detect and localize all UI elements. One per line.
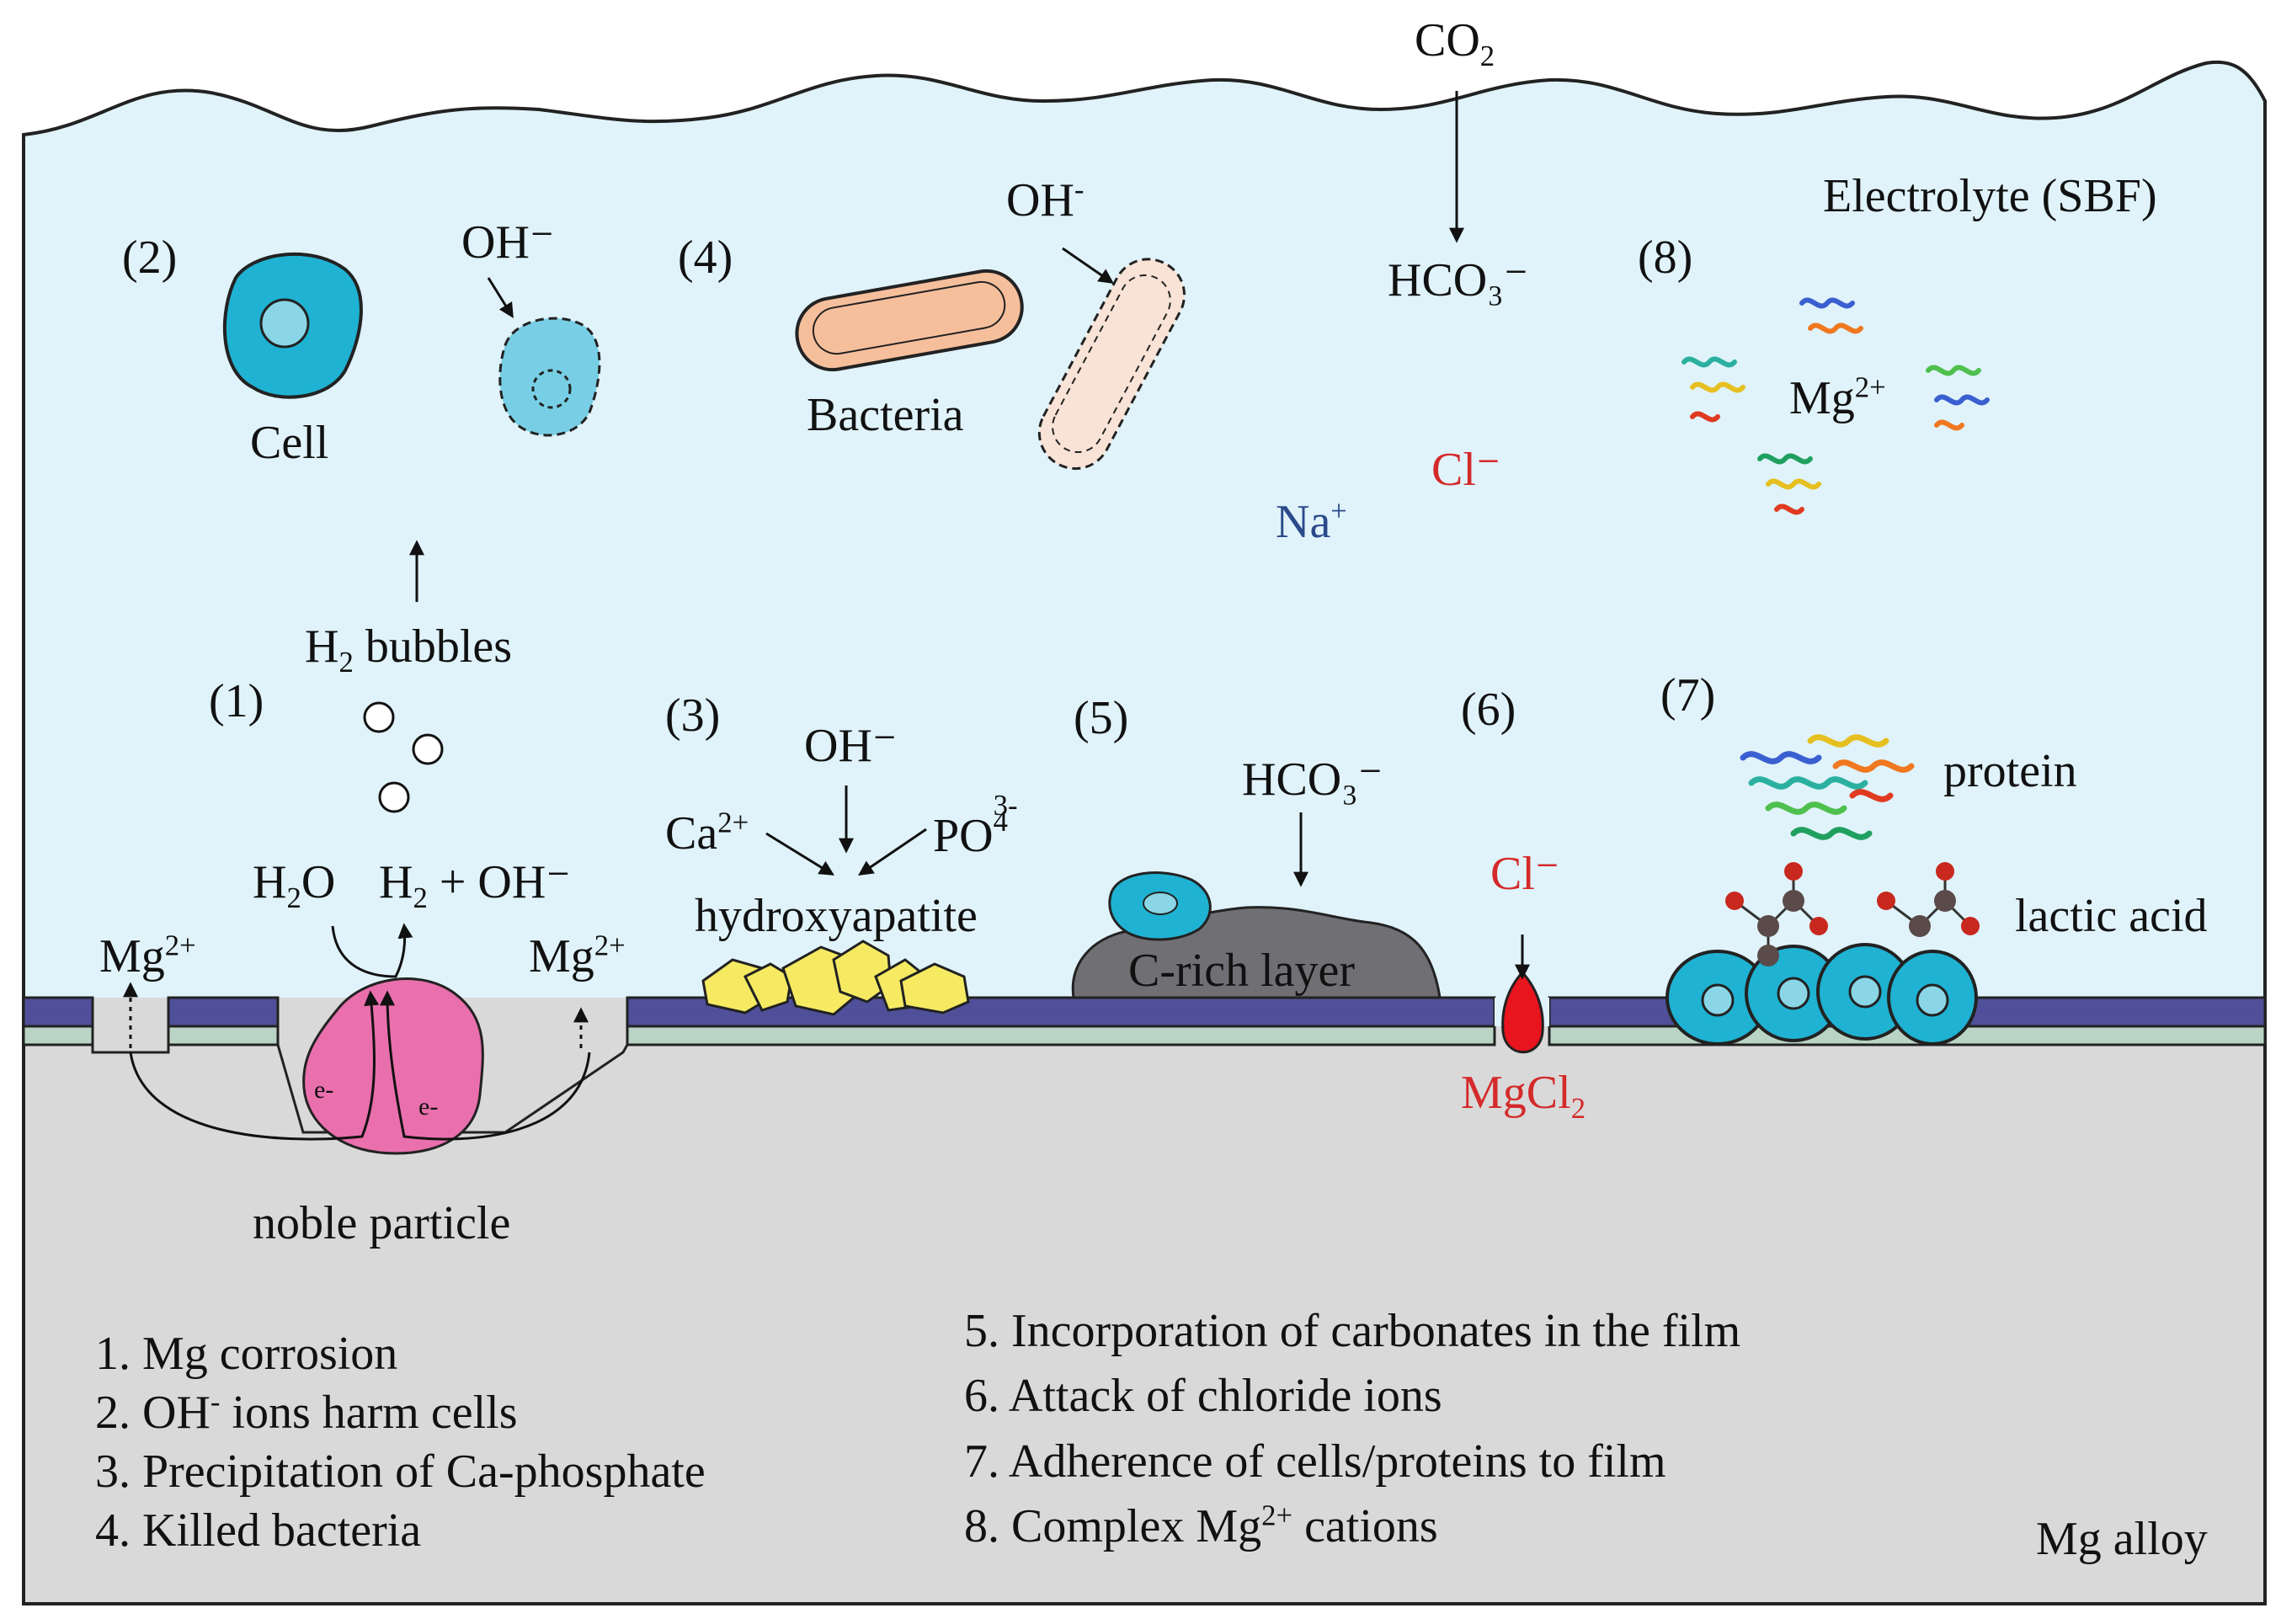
mg-ion-right-label: Mg2+ [529,929,626,982]
killed-bacterium [1037,258,1186,471]
damaged-cell [498,317,601,437]
hco3-film-label: HCO₃⁻ [1242,753,1383,806]
step-number-7: (7) [1660,669,1716,721]
hydroxyapatite-crystals [701,940,970,1016]
legend-item-1: 1. Mg corrosion [95,1328,398,1380]
mgcl2-droplet [1501,970,1544,1054]
step-number-5: (5) [1074,692,1129,744]
sodium-label: Na+ [1276,494,1347,548]
mg-protein-complexes [1681,297,1990,515]
electron-label-right: e- [418,1093,439,1121]
bacterium [795,269,1024,372]
chloride-label-film: Cl⁻ [1490,848,1560,900]
step-number-4: (4) [678,232,733,284]
mgcl2-label: MgCl2 [1461,1067,1586,1126]
h2-bubble [363,701,395,733]
noble-particle-label: noble particle [253,1197,511,1249]
lactic-acid-molecules [1725,862,1980,966]
calcium-label: Ca2+ [665,806,749,860]
legend-item-3: 3. Precipitation of Ca-phosphate [95,1446,706,1498]
adhered-cells-row [1665,943,1978,1046]
step-number-3: (3) [665,690,721,742]
legend-item-2: 2. OH- ions harm cells [95,1385,518,1439]
h2o-label: H2O [253,856,336,915]
mg-ion-left-label: Mg2+ [99,929,196,982]
step-number-6: (6) [1461,684,1516,736]
hco3-label-top: HCO₃⁻ [1388,254,1529,306]
protein-label: protein [1943,745,2077,797]
legend-item-4: 4. Killed bacteria [95,1504,422,1557]
hydroxyapatite-label: hydroxyapatite [695,890,978,942]
legend-item-6: 6. Attack of chloride ions [964,1370,1442,1422]
cell-nucleus [259,298,310,349]
legend-item-5: 5. Incorporation of carbonates in the fi… [964,1305,1741,1357]
c-rich-layer-label: C-rich layer [1128,945,1355,997]
chloride-label-top: Cl⁻ [1431,444,1501,496]
mg-complex-label: Mg2+ [1789,370,1886,424]
electrolyte-label: Electrolyte (SBF) [1823,170,2157,222]
h2-bubbles-label: H2 bubbles [305,620,513,679]
h2-bubble [378,781,410,813]
protein-structure [1740,734,1915,840]
surface-film [22,996,2267,1046]
damaged-cell-nucleus [531,369,572,409]
lactic-acid-label: lactic acid [2015,890,2208,942]
step-number-8: (8) [1638,232,1693,284]
legend-item-7: 7. Adherence of cells/proteins to film [964,1435,1666,1488]
co2-label: CO2 [1415,14,1495,73]
h2-bubble [412,733,444,765]
mg-alloy-label: Mg alloy [2036,1513,2208,1565]
oh-cell-label: OH⁻ [461,216,555,269]
oh-hydroxyapatite-label: OH⁻ [804,720,898,772]
h2-oh-label: H2 + OH⁻ [379,856,571,915]
step-number-1: (1) [209,675,264,727]
corrosion-pit-left [93,998,168,1052]
cell-label: Cell [250,417,329,469]
electrolyte-region [22,60,2267,1004]
step-number-2: (2) [122,232,178,284]
legend-item-8: 8. Complex Mg2+ cations [964,1499,1438,1552]
oh-bacteria-label: OH- [1006,173,1085,226]
electron-label-left: e- [314,1076,334,1104]
bacteria-label: Bacteria [807,389,964,441]
